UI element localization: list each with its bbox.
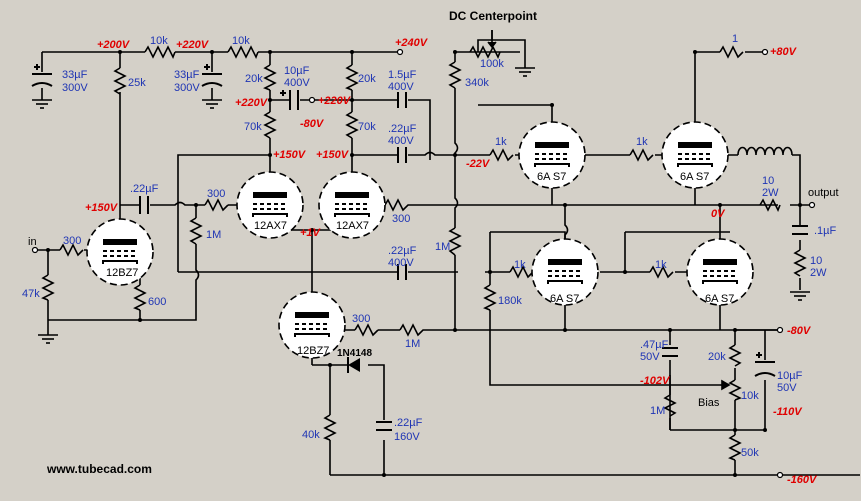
c-15uf-2-label: 400V [388, 81, 414, 93]
diode-label: 1N4148 [337, 348, 372, 359]
c-33uf-a1-label: 33µF [62, 69, 88, 81]
r-10k-a-label: 10k [150, 35, 168, 47]
r-300-in-label: 300 [63, 235, 81, 247]
r-20k-a-label: 20k [245, 73, 263, 85]
c-15uf-1-label: 1.5µF [388, 69, 417, 81]
r-100k-label: 100k [480, 58, 504, 70]
r-1k-b-label: 1k [636, 136, 648, 148]
r-1m-g-label: 1M [206, 229, 221, 241]
v-m160-label: -160V [787, 474, 818, 486]
v-150c-label: +150V [316, 149, 350, 161]
c-10uf-a2-label: 400V [284, 77, 310, 89]
v-150b-label: +150V [273, 149, 307, 161]
r-1k-d-label: 1k [655, 259, 667, 271]
r-47k-label: 47k [22, 288, 40, 300]
r-70k-a-label: 70k [244, 121, 262, 133]
r-1k-a-label: 1k [495, 136, 507, 148]
r-1k-c-label: 1k [514, 259, 526, 271]
r-10k-bias-label: 10k [741, 390, 759, 402]
c-22uf-d1-label: .22µF [394, 417, 423, 429]
resistors [41, 30, 807, 461]
tube-v5-label: 6A S7 [537, 171, 566, 183]
r-300-g2-label: 300 [392, 213, 410, 225]
dc-centerpoint-label: DC Centerpoint [449, 9, 537, 23]
v-m22-label: -22V [466, 158, 491, 170]
tube-v8-label: 6A S7 [705, 293, 734, 305]
bias-label: Bias [698, 397, 720, 409]
output-label: output [808, 187, 839, 199]
v-0-label: 0V [711, 208, 726, 220]
r-50k-label: 50k [741, 447, 759, 459]
c-33uf-b1-label: 33µF [174, 69, 200, 81]
v-m80b-label: -80V [787, 325, 812, 337]
r-10-2w-a2-label: 2W [762, 187, 779, 199]
tube-v3-label: 12AX7 [336, 220, 369, 232]
v-220b-label: +220V [235, 97, 269, 109]
input-label: in [28, 236, 37, 248]
v-p80-label: +80V [770, 46, 798, 58]
v-m102-label: -102V [640, 375, 671, 387]
c-22uf-b2-label: 400V [388, 135, 414, 147]
diode-1n4148 [347, 357, 360, 373]
tube-v4-label: 12BZ7 [297, 345, 329, 357]
r-1-label: 1 [732, 33, 738, 45]
r-70k-b-label: 70k [358, 121, 376, 133]
r-300-v4-label: 300 [352, 313, 370, 325]
tube-v1-label: 12BZ7 [106, 267, 138, 279]
c-22uf-d2-label: 160V [394, 431, 420, 443]
website-label: www.tubecad.com [46, 462, 152, 476]
c-22uf-b1-label: .22µF [388, 123, 417, 135]
r-1m-mid-label: 1M [435, 241, 450, 253]
c-33uf-b2-label: 300V [174, 82, 200, 94]
r-20k-b-label: 20k [358, 73, 376, 85]
c-10uf-a1-label: 10µF [284, 65, 310, 77]
v-200-label: +200V [97, 39, 131, 51]
c-1uf-label: .1µF [814, 225, 837, 237]
tube-v7-label: 6A S7 [550, 293, 579, 305]
capacitors [31, 73, 808, 431]
component-labels: in output Bias 300 47k 600 25k 10k 10k 3… [22, 33, 839, 459]
c-47uf-1-label: .47µF [640, 339, 669, 351]
c-22uf-in-label: .22µF [130, 183, 159, 195]
r-25k-label: 25k [128, 77, 146, 89]
c-33uf-a2-label: 300V [62, 82, 88, 94]
r-20k-bias-label: 20k [708, 351, 726, 363]
c-10uf-b1-label: 10µF [777, 370, 803, 382]
v-220c-label: +220V [318, 95, 352, 107]
v-220a-label: +220V [176, 39, 210, 51]
r-10-2w-b1-label: 10 [810, 255, 822, 267]
r-1m-bias-label: 1M [650, 405, 665, 417]
c-10uf-b2-label: 50V [777, 382, 797, 394]
c-22uf-c1-label: .22µF [388, 245, 417, 257]
v-150a-label: +150V [85, 202, 119, 214]
tube-v2-label: 12AX7 [254, 220, 287, 232]
r-180k-label: 180k [498, 295, 522, 307]
r-340k-label: 340k [465, 77, 489, 89]
polarity-marks [34, 64, 762, 358]
r-600-label: 600 [148, 296, 166, 308]
r-40k-label: 40k [302, 429, 320, 441]
r-10-2w-b2-label: 2W [810, 267, 827, 279]
v-m110-label: -110V [773, 406, 803, 418]
r-1m-v4-label: 1M [405, 338, 420, 350]
v-m80a-label: -80V [300, 118, 325, 130]
r-10-2w-a1-label: 10 [762, 175, 774, 187]
junctions [46, 50, 802, 477]
v-240-label: +240V [395, 37, 429, 49]
c-22uf-c2-label: 400V [388, 257, 414, 269]
terminals [31, 48, 816, 479]
c-47uf-2-label: 50V [640, 351, 660, 363]
r-10k-b-label: 10k [232, 35, 250, 47]
v-1v-label: +1V [300, 227, 322, 239]
tube-v6-label: 6A S7 [680, 171, 709, 183]
r-300-g1-label: 300 [207, 188, 225, 200]
voltage-labels: +200V +220V +220V +220V +240V -80V +150V… [85, 37, 818, 486]
